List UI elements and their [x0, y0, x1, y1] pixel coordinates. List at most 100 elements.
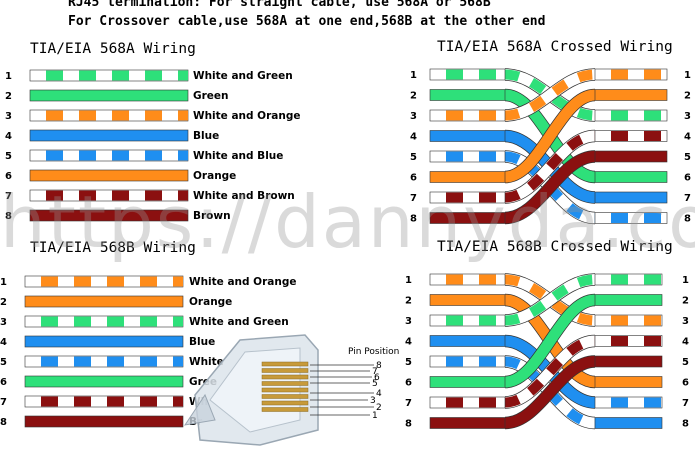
connector-contact: [261, 400, 309, 406]
pin-number: 7: [0, 397, 7, 408]
pin-number-left: 6: [405, 378, 412, 389]
pin-number-right: 6: [684, 173, 691, 184]
pin-position-label: Pin Position: [348, 347, 399, 357]
wire-right: [594, 417, 663, 429]
cross-band-stripe: [504, 274, 596, 326]
header-line-1: RJ45 termination: For straight cable, us…: [68, 0, 491, 10]
wire-right: [594, 335, 663, 347]
pin-position-number: 2: [376, 403, 382, 413]
cross-band-stripe: [504, 336, 596, 408]
wire-left: [429, 396, 506, 409]
connector-contact: [261, 394, 309, 399]
wire-label: White and Blue: [193, 150, 283, 162]
pin-position-number: 4: [376, 389, 382, 399]
cross-band: [504, 151, 596, 224]
pin-number-left: 2: [410, 91, 417, 102]
cross-band-stripe: [504, 69, 596, 121]
pin-number: 6: [0, 377, 7, 388]
pin-number-left: 4: [410, 132, 417, 143]
connector-contact: [261, 381, 309, 386]
wire-right: [594, 273, 663, 286]
pin-number-left: 5: [405, 357, 412, 368]
wire-strip: [29, 69, 189, 82]
wire-left: [429, 130, 506, 142]
wire-left: [429, 355, 506, 368]
pin-number-left: 3: [410, 111, 417, 122]
wire-strip: [29, 109, 189, 122]
pin-position-number: 8: [376, 361, 382, 371]
wire-strip: [24, 275, 184, 288]
pin-number-right: 2: [682, 296, 689, 307]
wire-strip: [24, 295, 184, 308]
connector-contact: [261, 374, 309, 380]
connector-contact: [261, 407, 309, 412]
wire-right: [594, 89, 668, 101]
pin-number-right: 7: [682, 398, 689, 409]
wire-right: [594, 171, 668, 183]
pin-number: 6: [5, 171, 12, 182]
pin-number-left: 8: [410, 214, 417, 225]
title-568a-wiring: TIA/EIA 568A Wiring: [30, 41, 196, 57]
pin-position-number: 6: [374, 373, 380, 383]
pin-number: 8: [5, 211, 12, 222]
wire-left: [429, 273, 506, 286]
wire-strip: [24, 355, 184, 368]
header-line-2: For Crossover cable,use 568A at one end,…: [68, 14, 546, 29]
wire-left: [429, 109, 506, 122]
wire-right: [594, 396, 663, 409]
pin-number: 7: [5, 191, 12, 202]
wire-strip: [24, 335, 184, 348]
pin-number-right: 3: [682, 316, 689, 327]
wire-label: Orange: [193, 170, 236, 182]
pin-number-right: 6: [682, 378, 689, 389]
wire-right: [594, 150, 668, 163]
pin-number-left: 7: [410, 193, 417, 204]
pin-number-left: 1: [410, 70, 417, 81]
cross-band-stripe: [504, 131, 596, 203]
wire-right: [594, 314, 663, 327]
pin-number: 2: [0, 297, 7, 308]
pin-number-right: 1: [682, 275, 689, 286]
wire-label: Orange: [189, 296, 232, 308]
wire-left: [429, 150, 506, 163]
wire-left: [429, 191, 506, 204]
pin-number-right: 5: [684, 152, 691, 163]
wire-strip: [24, 415, 184, 428]
connector-contact: [261, 361, 309, 367]
wire-strip: [29, 189, 189, 202]
wire-strip: [24, 375, 184, 388]
connector-latch: [183, 393, 216, 426]
wire-left: [429, 376, 506, 388]
wire-right: [594, 294, 663, 306]
pin-number: 4: [0, 337, 7, 348]
pin-number: 3: [0, 317, 7, 328]
pin-number-left: 7: [405, 398, 412, 409]
pin-number-right: 8: [684, 214, 691, 225]
wire-right: [594, 212, 668, 224]
wire-right: [594, 130, 668, 142]
connector-contact: [261, 387, 309, 393]
title-568b-crossed: TIA/EIA 568B Crossed Wiring: [437, 239, 673, 255]
cross-band-stripe: [504, 274, 596, 326]
wire-label: White: [189, 356, 224, 368]
wire-left: [429, 212, 506, 224]
wire-right: [594, 68, 668, 81]
wire-right: [594, 191, 668, 204]
pin-number: 2: [5, 91, 12, 102]
wire-left: [429, 68, 506, 81]
pin-number: 3: [5, 111, 12, 122]
wire-label: Green: [193, 90, 229, 102]
pin-number-right: 7: [684, 193, 691, 204]
cross-band: [504, 89, 596, 183]
pin-number: 5: [0, 357, 7, 368]
pin-number: 8: [0, 417, 7, 428]
pin-position-number: 7: [372, 367, 378, 377]
pin-number: 1: [5, 71, 12, 82]
title-568a-crossed: TIA/EIA 568A Crossed Wiring: [437, 39, 673, 55]
wire-strip: [24, 395, 184, 408]
wire-label: White and Orange: [193, 110, 301, 122]
wire-label: White and Green: [193, 70, 293, 82]
pin-position-number: 5: [372, 379, 378, 389]
pin-number-right: 8: [682, 419, 689, 430]
